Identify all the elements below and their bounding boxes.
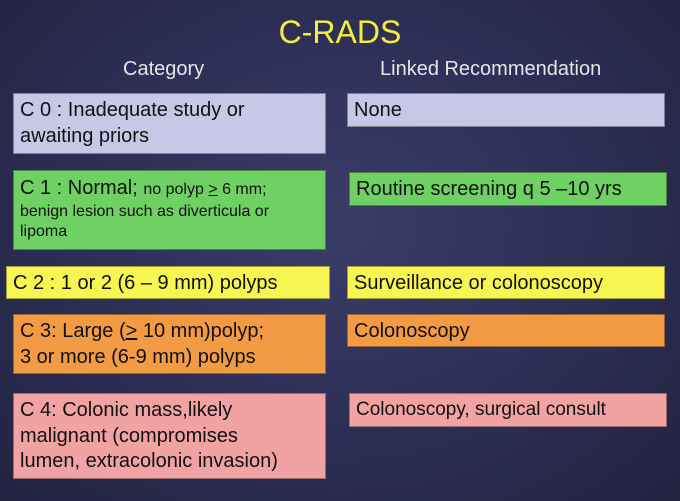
recommendation-c3-text: Colonoscopy: [354, 320, 470, 342]
recommendation-c0-text: None: [354, 99, 402, 121]
category-c4-line1: C 4: Colonic mass,likely: [20, 399, 233, 421]
category-c0-box: C 0 : Inadequate study or awaiting prior…: [13, 93, 326, 154]
category-c0-line2: awaiting priors: [20, 124, 149, 147]
category-c2-box: C 2 : 1 or 2 (6 – 9 mm) polyps: [6, 266, 330, 299]
category-c3-line1-pre: C 3: Large (: [20, 320, 126, 342]
recommendation-header: Linked Recommendation: [380, 58, 602, 80]
category-c1-sub-post: 6 mm;: [217, 181, 267, 198]
recommendation-c0-box: None: [347, 93, 665, 127]
slide-title: C-RADS: [278, 14, 402, 50]
recommendation-c3-box: Colonoscopy: [347, 314, 665, 347]
category-c0-line1: C 0 : Inadequate study or: [20, 99, 245, 121]
category-c1-line2: benign lesion such as diverticula or: [20, 202, 270, 220]
greater-equal-symbol: >: [208, 181, 218, 198]
category-c4-line3: lumen, extracolonic invasion): [20, 450, 278, 473]
category-c1-sub-pre: no polyp: [143, 181, 209, 198]
category-c4-box: C 4: Colonic mass,likely malignant (comp…: [13, 393, 326, 479]
recommendation-c2-text: Surveillance or colonoscopy: [354, 272, 604, 294]
category-c1-line3: lipoma: [20, 223, 68, 241]
recommendation-c2-box: Surveillance or colonoscopy: [347, 266, 665, 299]
category-c1-box: C 1 : Normal; no polyp > 6 mm; benign le…: [13, 170, 326, 250]
recommendation-c1-box: Routine screening q 5 –10 yrs: [349, 172, 667, 206]
recommendation-c4-text: Colonoscopy, surgical consult: [356, 399, 606, 420]
greater-equal-symbol-c3: >: [125, 320, 138, 342]
category-c3-line1-post: 10 mm)polyp;: [137, 320, 265, 342]
category-c2-text: C 2 : 1 or 2 (6 – 9 mm) polyps: [13, 272, 278, 294]
category-c1-main: C 1 : Normal;: [20, 177, 144, 199]
category-header: Category: [123, 58, 205, 80]
recommendation-c4-box: Colonoscopy, surgical consult: [349, 393, 667, 427]
category-c3-box: C 3: Large (> 10 mm)polyp; 3 or more (6-…: [13, 314, 326, 374]
recommendation-c1-text: Routine screening q 5 –10 yrs: [356, 178, 622, 200]
category-c3-line2: 3 or more (6-9 mm) polyps: [20, 345, 256, 368]
category-c4-line2: malignant (compromises: [20, 424, 238, 447]
